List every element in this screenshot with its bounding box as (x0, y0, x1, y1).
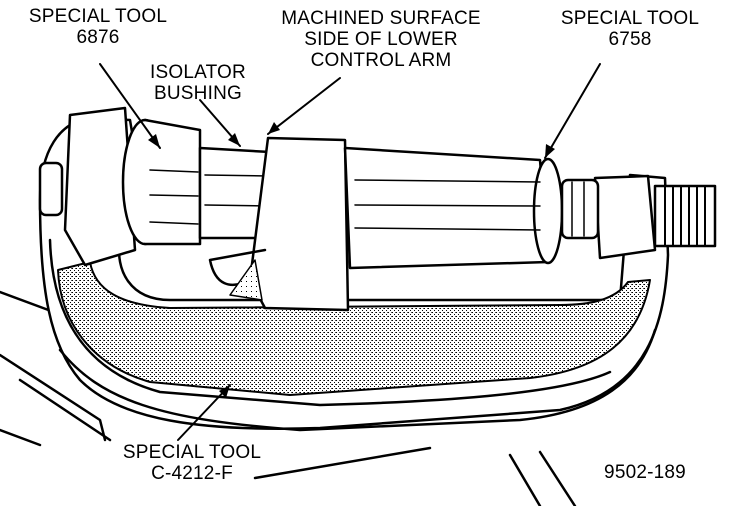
tool-6758-body (343, 146, 550, 270)
label-line: SPECIAL TOOL (122, 442, 262, 463)
label-line: 6758 (608, 29, 652, 50)
label-line: 6876 (76, 27, 120, 48)
c-frame-rim (48, 238, 612, 407)
tool-6758-shading (354, 179, 541, 231)
control-arm-block (248, 136, 350, 312)
control-arm-stipple (229, 259, 263, 301)
label-line: SPECIAL TOOL (28, 6, 168, 27)
screw-threads (664, 185, 706, 247)
leader-machined-surface (267, 77, 341, 135)
background-line-7 (508, 453, 542, 508)
label-special-tool-6758: SPECIAL TOOL 6758 (550, 8, 710, 50)
left-frame-arm (63, 106, 137, 267)
label-line: CONTROL ARM (310, 50, 452, 71)
leader-tool-c4212f (177, 384, 231, 441)
label-machined-surface: MACHINED SURFACE SIDE OF LOWER CONTROL A… (266, 8, 496, 71)
background-line-3 (0, 428, 42, 447)
label-line: SIDE OF LOWER (304, 29, 458, 50)
background-line-6 (538, 450, 577, 508)
leader-tool-6758 (544, 63, 601, 159)
label-line: BUSHING (154, 83, 242, 104)
bushing-lines (204, 174, 269, 207)
label-line: C-4212-F (151, 463, 233, 484)
label-isolator-bushing: ISOLATOR BUSHING (143, 62, 253, 104)
right-frame-block (593, 174, 657, 260)
tool-6876-shading (149, 169, 199, 225)
label-line: MACHINED SURFACE (281, 8, 481, 29)
arrowhead-6876 (148, 134, 160, 148)
left-knob (38, 161, 64, 217)
background-line-4 (18, 378, 112, 442)
background-line-5 (253, 446, 432, 480)
tool-6758-end (532, 157, 564, 265)
arrowhead-c4212f (219, 385, 230, 398)
arrowhead-bushing (228, 133, 240, 146)
label-special-tool-c4212f: SPECIAL TOOL C-4212-F (112, 442, 272, 484)
arrowhead-6758 (545, 144, 555, 158)
label-line: SPECIAL TOOL (560, 8, 700, 29)
figure-number: 9502-189 (604, 462, 686, 483)
arrowhead-machined (268, 122, 280, 134)
label-line: ISOLATOR (150, 62, 246, 83)
c-frame-lower-edge (58, 328, 657, 432)
c-frame-inner-stipple (57, 261, 651, 396)
leader-tool-6876 (99, 63, 161, 149)
background-line-2 (0, 353, 107, 442)
forcing-screw-collar (560, 178, 600, 240)
label-special-tool-6876: SPECIAL TOOL 6876 (18, 6, 178, 48)
collar-ribs (571, 181, 585, 237)
